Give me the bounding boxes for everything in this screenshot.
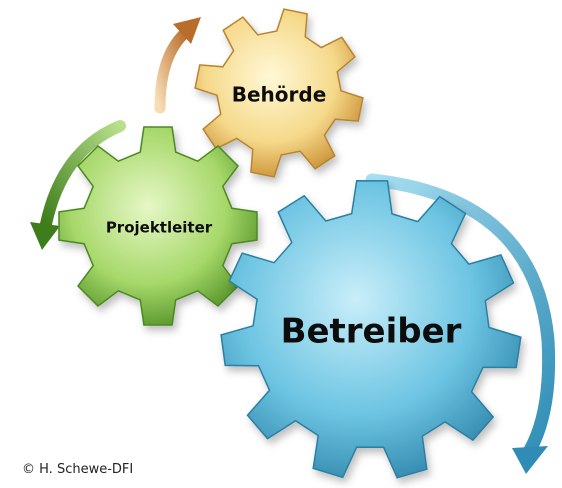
arrow-orange bbox=[154, 17, 201, 114]
gear-betreiber-shape bbox=[220, 179, 522, 479]
gear-projektleiter-shape bbox=[58, 126, 258, 326]
gear-projektleiter-label: Projektleiter bbox=[106, 219, 213, 237]
gear-behoerde: Behörde bbox=[194, 8, 364, 178]
gear-behoerde-label: Behörde bbox=[232, 83, 327, 107]
copyright-text: © H. Schewe-DFI bbox=[22, 462, 134, 477]
arrow-blue bbox=[365, 173, 556, 474]
gear-behoerde-shape bbox=[194, 8, 364, 178]
gear-projektleiter: Projektleiter bbox=[58, 126, 258, 326]
gear-betreiber: Betreiber bbox=[220, 179, 522, 479]
arrow-green bbox=[30, 120, 126, 250]
gear-betreiber-label: Betreiber bbox=[281, 312, 462, 352]
